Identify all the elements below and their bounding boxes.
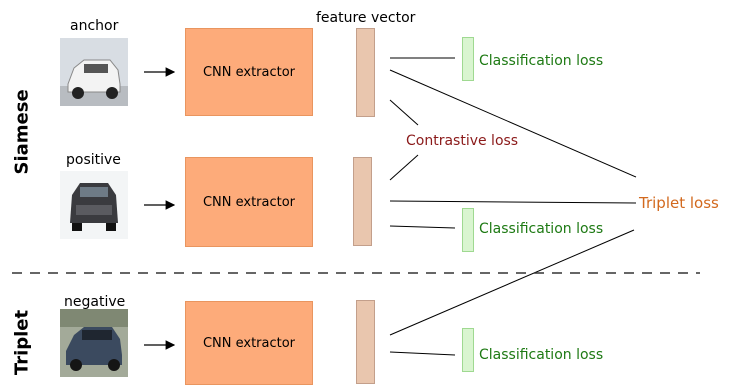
line-positive-to-classification: [389, 225, 456, 229]
negative-classification-loss: Classification loss: [479, 347, 604, 363]
contrastive-loss-label: Contrastive loss: [406, 133, 519, 149]
line-positive-to-contrastive: [389, 154, 419, 181]
negative-label: negative: [64, 294, 126, 310]
anchor-photo: [60, 38, 128, 106]
negative-feature-vector: [356, 300, 375, 384]
line-negative-to-classification: [389, 351, 456, 356]
positive-feature-vector: [353, 157, 372, 246]
line-negative-to-triplet: [389, 229, 635, 336]
negative-classification-vector: [462, 328, 474, 372]
line-anchor-to-triplet: [389, 69, 637, 178]
positive-classification-loss: Classification loss: [479, 221, 604, 237]
triplet-loss-label: Triplet loss: [639, 194, 719, 212]
triplet-section-label: Triplet: [11, 309, 33, 376]
positive-label: positive: [66, 152, 121, 168]
line-positive-to-triplet: [389, 200, 637, 204]
line-anchor-to-contrastive: [389, 99, 419, 126]
positive-cnn-extractor: CNN extractor: [185, 157, 313, 247]
feature-vector-label: feature vector: [316, 10, 416, 26]
positive-classification-vector: [462, 208, 474, 252]
anchor-label: anchor: [70, 18, 119, 34]
anchor-classification-loss: Classification loss: [479, 53, 604, 69]
anchor-feature-vector: [356, 28, 375, 117]
siamese-section-label: Siamese: [11, 89, 33, 175]
anchor-classification-vector: [462, 37, 474, 81]
anchor-cnn-extractor: CNN extractor: [185, 28, 313, 116]
negative-cnn-extractor: CNN extractor: [185, 301, 313, 385]
positive-photo: [60, 171, 128, 239]
negative-photo: [60, 309, 128, 377]
